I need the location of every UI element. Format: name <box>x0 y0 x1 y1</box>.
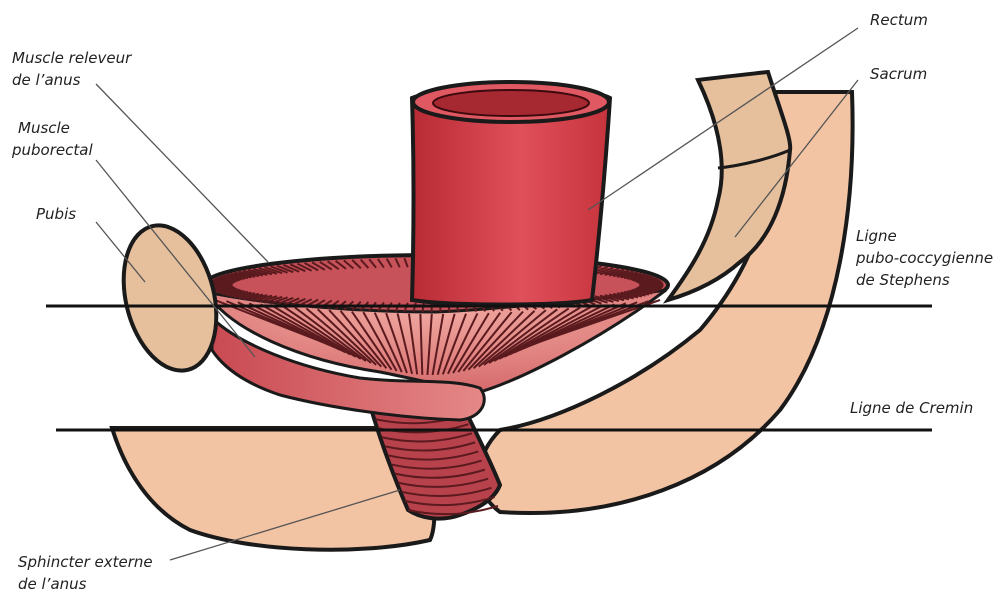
label-sacrum: Sacrum <box>870 64 927 84</box>
label-pubis: Pubis <box>36 204 76 224</box>
label-stephens-line2: pubo-coccygienne <box>856 248 993 268</box>
label-releveur-line2: de l’anus <box>12 70 80 90</box>
label-rectum: Rectum <box>870 10 928 30</box>
label-stephens-line3: de Stephens <box>856 270 950 290</box>
label-sphincter-line2: de l’anus <box>18 574 86 594</box>
label-puborectal-line2: puborectal <box>12 140 93 160</box>
label-puborectal-line1: Muscle <box>18 118 70 138</box>
label-cremin: Ligne de Cremin <box>850 398 973 418</box>
label-stephens-line1: Ligne <box>856 226 897 246</box>
rectum-lumen <box>433 90 589 116</box>
label-sphincter-line1: Sphincter externe <box>18 552 153 572</box>
label-releveur-line1: Muscle releveur <box>12 48 131 68</box>
pubis-bone <box>109 216 230 381</box>
